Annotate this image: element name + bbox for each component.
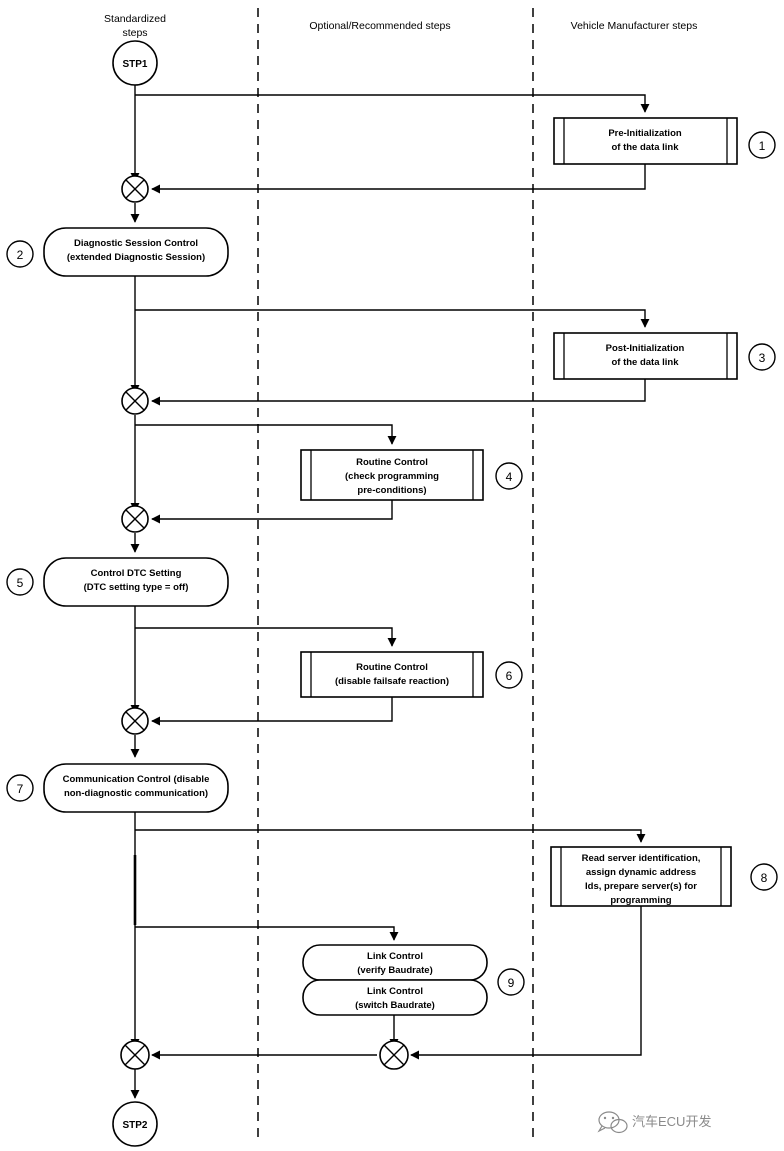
merge-node-3 (121, 505, 149, 533)
step-8-node[interactable]: Read server identification, assign dynam… (550, 846, 732, 907)
step-5-number: 5 (17, 576, 24, 590)
terminator-stp1: STP1 (112, 40, 158, 86)
merge-node-4 (121, 707, 149, 735)
merge-node-1 (121, 175, 149, 203)
step-8-label-line2: assign dynamic address (586, 867, 696, 878)
step-9-number: 9 (508, 976, 515, 990)
step-5-node[interactable]: Control DTC Setting (DTC setting type = … (43, 557, 229, 607)
column-header-optional: Optional/Recommended steps (309, 20, 450, 32)
terminator-stp1-label: STP1 (122, 59, 147, 70)
step-7-label-line2: non-diagnostic communication) (64, 788, 208, 799)
step-9-switch-label-line2: (switch Baudrate) (355, 1000, 435, 1011)
step-4-number: 4 (506, 470, 513, 484)
step-8-label-line1: Read server identification, (582, 853, 701, 864)
step-4-label-line3: pre-conditions) (357, 485, 426, 496)
column-header-standardized-line1: Standardized (104, 13, 166, 25)
step-3-node[interactable]: Post-Initialization of the data link (553, 332, 738, 380)
step-5-label-line1: Control DTC Setting (91, 568, 182, 579)
step-2-number: 2 (17, 248, 24, 262)
wechat-icon (597, 1111, 628, 1134)
step-9-node-verify[interactable]: Link Control (verify Baudrate) (302, 944, 488, 981)
step-9-verify-label-line1: Link Control (367, 951, 423, 962)
step-6-label-line2: (disable failsafe reaction) (335, 676, 449, 687)
flow-branch-to-step8 (135, 829, 646, 843)
step-5-label-line2: (DTC setting type = off) (84, 582, 189, 593)
flow-branch-to-step6 (135, 627, 397, 647)
flow-step4-return-to-merge3 (151, 500, 393, 524)
step-8-number: 8 (761, 871, 768, 885)
step-1-label-line1: Pre-Initialization (608, 128, 682, 139)
step-3-number: 3 (759, 351, 766, 365)
step-2-node[interactable]: Diagnostic Session Control (extended Dia… (43, 227, 229, 277)
flow-branch-to-step3 (135, 309, 650, 328)
step-8-label-line3: Ids, prepare server(s) for (585, 881, 697, 892)
merge-node-6 (379, 1040, 409, 1070)
flow-step8-return-to-merge6 (410, 906, 642, 1060)
flow-branch-to-step1 (135, 94, 650, 113)
step-1-node[interactable]: Pre-Initialization of the data link (553, 117, 738, 165)
merge-node-2 (121, 387, 149, 415)
merge-node-5 (120, 1040, 150, 1070)
step-1-number: 1 (759, 139, 766, 153)
step-6-label-line1: Routine Control (356, 662, 428, 673)
step-3-label-line1: Post-Initialization (606, 343, 685, 354)
step-2-label-line1: Diagnostic Session Control (74, 238, 198, 249)
column-header-vehicle-manufacturer: Vehicle Manufacturer steps (571, 20, 698, 32)
step-1-label-line2: of the data link (611, 142, 679, 153)
step-2-number-badge: 2 (6, 240, 34, 268)
step-2-label-line2: (extended Diagnostic Session) (67, 252, 205, 263)
watermark: 汽车ECU开发 (597, 1111, 711, 1134)
terminator-stp2: STP2 (112, 1101, 158, 1147)
flow-step3-return-to-merge2 (151, 379, 646, 406)
step-4-number-badge: 4 (495, 462, 523, 490)
terminator-stp2-label: STP2 (122, 1120, 147, 1131)
step-7-number: 7 (17, 782, 24, 796)
step-7-number-badge: 7 (6, 774, 34, 802)
step-9-node-switch[interactable]: Link Control (switch Baudrate) (302, 979, 488, 1016)
step-7-label-line1: Communication Control (disable (63, 774, 210, 785)
step-1-number-badge: 1 (748, 131, 776, 159)
step-6-node[interactable]: Routine Control (disable failsafe reacti… (300, 651, 484, 698)
watermark-text: 汽车ECU开发 (632, 1114, 711, 1129)
flow-step1-return-to-merge1 (151, 164, 646, 194)
step-8-number-badge: 8 (750, 863, 778, 891)
step-9-verify-label-line2: (verify Baudrate) (357, 965, 433, 976)
step-7-node[interactable]: Communication Control (disable non-diagn… (43, 763, 229, 813)
step-4-label-line2: (check programming (345, 471, 439, 482)
step-3-label-line2: of the data link (611, 357, 679, 368)
column-header-standardized-line2: steps (122, 27, 147, 39)
step-4-node[interactable]: Routine Control (check programming pre-c… (300, 449, 484, 501)
step-5-number-badge: 5 (6, 568, 34, 596)
step-3-number-badge: 3 (748, 343, 776, 371)
step-6-number-badge: 6 (495, 661, 523, 689)
flow-step6-return-to-merge4 (151, 697, 393, 726)
flow-branch-to-step4 (135, 424, 397, 445)
step-9-number-badge: 9 (497, 968, 525, 996)
step-4-label-line1: Routine Control (356, 457, 428, 468)
step-8-label-line4: programming (610, 895, 671, 906)
step-6-number: 6 (506, 669, 513, 683)
step-9-switch-label-line1: Link Control (367, 986, 423, 997)
flow-branch-to-step9 (135, 926, 399, 941)
